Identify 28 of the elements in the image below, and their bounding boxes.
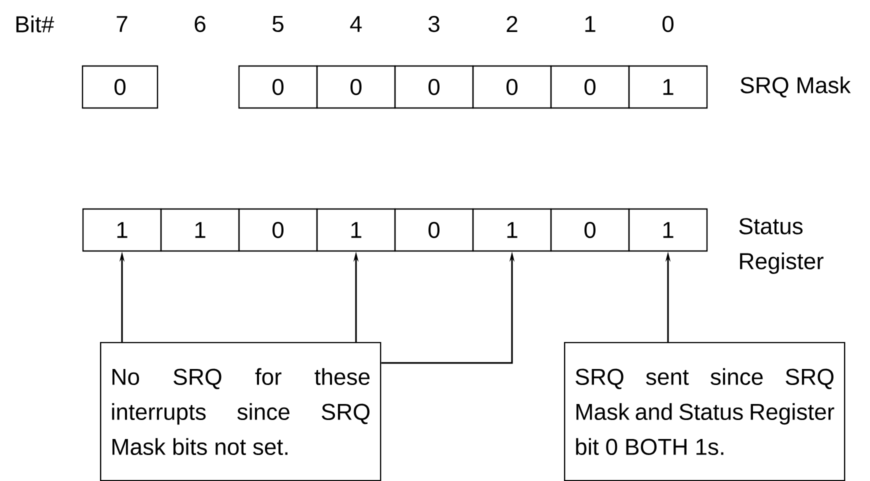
bit-cell: 1 <box>316 208 396 252</box>
bit-cell: 0 <box>316 65 396 109</box>
note-box: No SRQ for these interrupts since SRQ Mask bits not set. <box>100 342 382 481</box>
bit-number: 7 <box>116 16 128 32</box>
bit-number: 2 <box>506 16 518 32</box>
bit-cell: 1 <box>628 65 708 109</box>
bit-number: 5 <box>272 16 284 32</box>
bit-number: 6 <box>194 16 206 32</box>
bit-cell: 1 <box>628 208 708 252</box>
bit-number: 3 <box>428 16 440 32</box>
bit-cell: 1 <box>160 208 240 252</box>
bit-cell: 0 <box>550 208 630 252</box>
bit-number: 0 <box>662 16 674 32</box>
row-label: Status Register <box>739 218 824 274</box>
bit-cell: 1 <box>472 208 552 252</box>
bit-cell: 0 <box>238 208 318 252</box>
bit-cell: 0 <box>394 65 474 109</box>
note-box: SRQ sent since SRQ Mask and Status Register bit 0 BOTH 1s. <box>564 342 846 481</box>
bit-number: 4 <box>350 16 362 32</box>
bit-cell: 0 <box>394 208 474 252</box>
bit-cell: 0 <box>472 65 552 109</box>
bit-cell: 0 <box>238 65 318 109</box>
bit-cell: 0 <box>550 65 630 109</box>
row-label: SRQ Mask <box>740 76 851 98</box>
bit-cell: 1 <box>82 208 162 252</box>
bit-cell: 0 <box>82 65 158 109</box>
bit-number-heading: Bit# <box>16 16 54 32</box>
bit-number: 1 <box>585 16 596 32</box>
